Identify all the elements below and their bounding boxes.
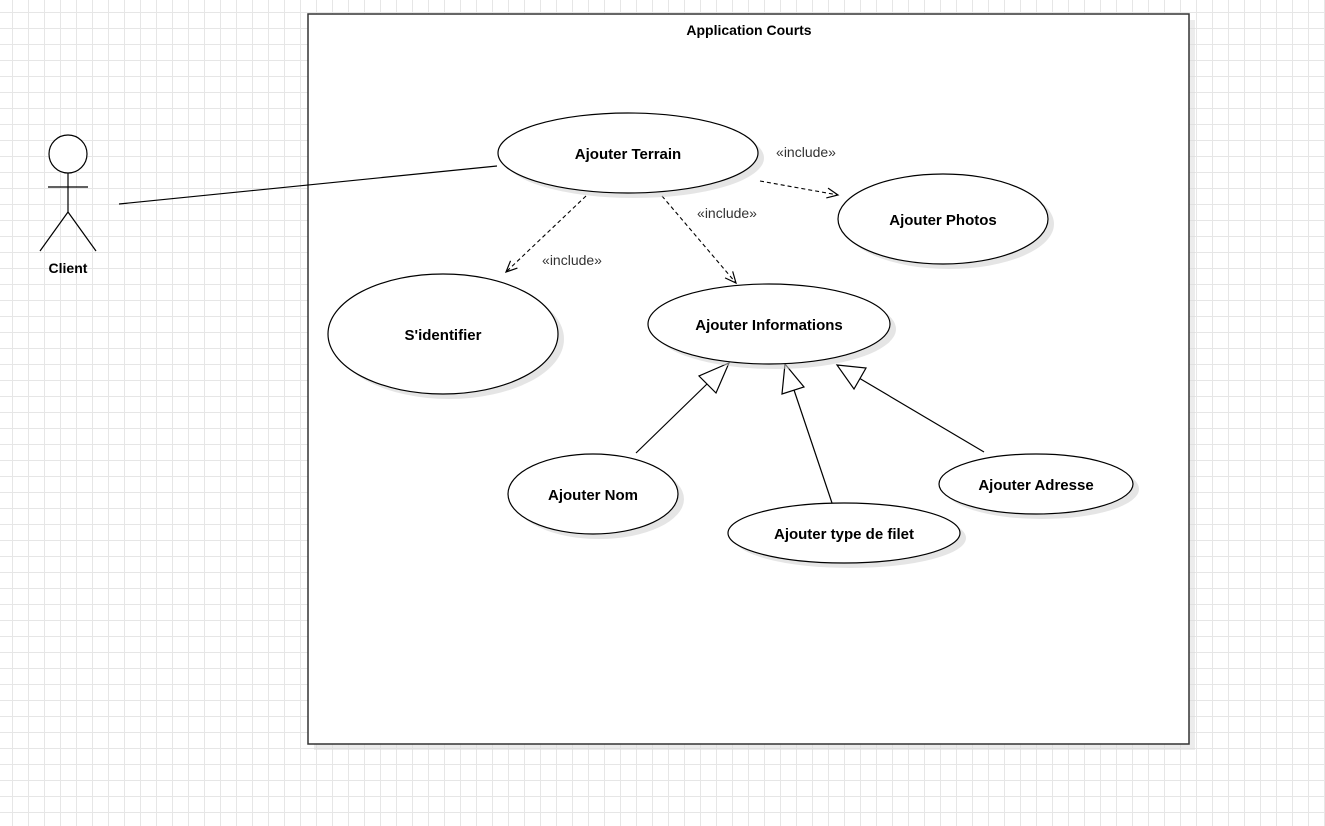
- association-line[interactable]: [118, 165, 498, 205]
- use-case-ajouter-type-filet[interactable]: [727, 502, 966, 568]
- generalization-filet[interactable]: [781, 362, 833, 504]
- use-case-ajouter-adresse[interactable]: [938, 453, 1139, 519]
- use-case-sidentifier[interactable]: [327, 273, 564, 399]
- client-actor[interactable]: [39, 134, 97, 252]
- include-label-identifier: «include»: [542, 252, 602, 268]
- include-arrow-informations[interactable]: [661, 195, 737, 285]
- use-case-label: S'identifier: [405, 327, 482, 344]
- actor-label: Client: [49, 260, 88, 276]
- include-arrow-identifier[interactable]: [504, 195, 587, 273]
- use-case-ajouter-photos[interactable]: [837, 173, 1054, 269]
- include-label-informations: «include»: [697, 205, 757, 221]
- use-case-label: Ajouter Photos: [889, 212, 997, 229]
- include-arrow-photos[interactable]: [759, 180, 840, 199]
- use-case-label: Ajouter Adresse: [978, 477, 1093, 494]
- system-title: Application Courts: [686, 22, 811, 38]
- include-label-photos: «include»: [776, 144, 836, 160]
- use-case-ajouter-nom[interactable]: [507, 453, 684, 539]
- system-boundary[interactable]: [307, 13, 1195, 750]
- use-case-label: Ajouter Nom: [548, 487, 638, 504]
- use-case-ajouter-terrain[interactable]: [497, 112, 764, 198]
- generalization-adresse[interactable]: [835, 364, 985, 453]
- generalization-nom[interactable]: [635, 361, 731, 454]
- use-case-ajouter-informations[interactable]: [647, 283, 896, 369]
- use-case-label: Ajouter Terrain: [575, 146, 681, 163]
- use-case-label: Ajouter type de filet: [774, 526, 914, 543]
- use-case-label: Ajouter Informations: [695, 317, 843, 334]
